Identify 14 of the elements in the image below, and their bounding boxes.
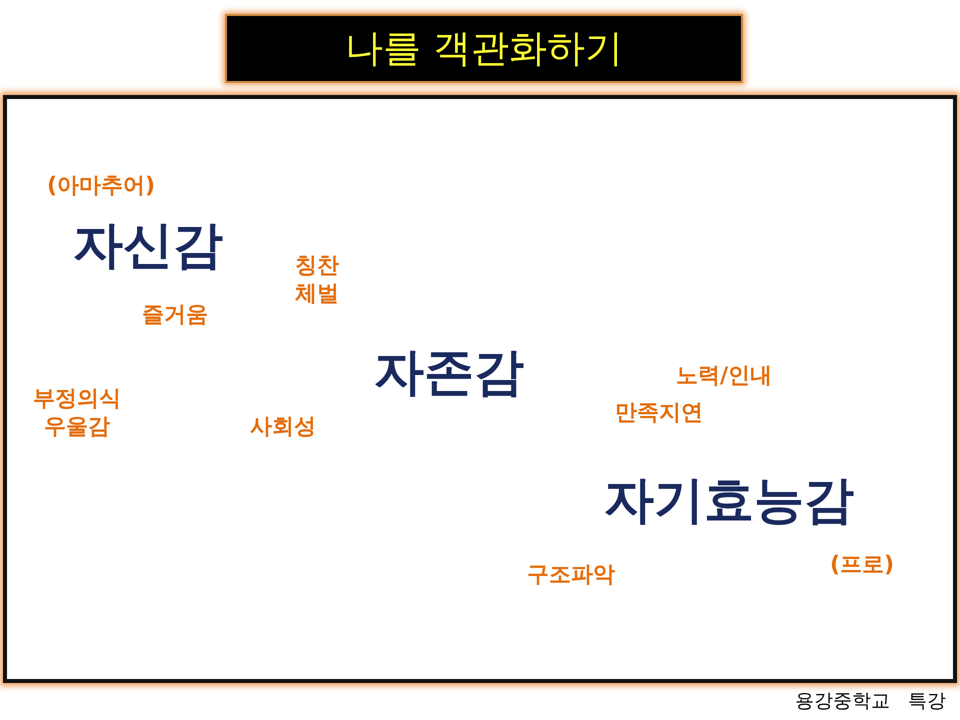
note-text: 즐거움 — [142, 301, 208, 329]
note-text: 노력/인내 — [676, 362, 772, 390]
note-text: 만족지연 — [615, 399, 703, 427]
note-text: (프로) — [830, 551, 894, 579]
note-text: (아마추어) — [46, 172, 156, 200]
note-text: 구조파악 — [527, 561, 615, 589]
note-text: 칭찬 체벌 — [294, 252, 340, 308]
note-text: 부정의식 우울감 — [32, 386, 122, 440]
footer-text: 용강중학교 특강 — [794, 689, 946, 714]
keyword-text: 자기효능감 — [604, 470, 854, 531]
keyword-text: 자존감 — [374, 342, 524, 403]
note-text: 사회성 — [250, 413, 316, 441]
keyword-text: 자신감 — [73, 214, 223, 276]
title-banner: 나를 객관화하기 — [225, 14, 743, 83]
